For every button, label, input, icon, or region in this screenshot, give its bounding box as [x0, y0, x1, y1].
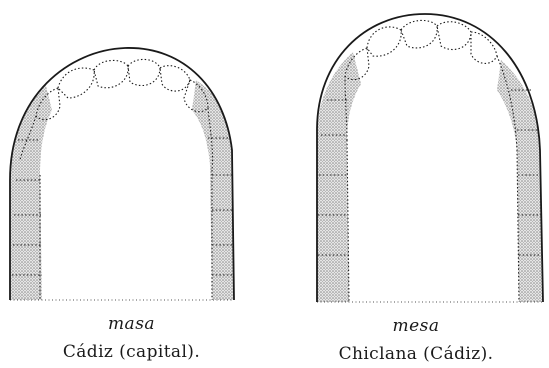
palatogram-mesa	[275, 0, 549, 310]
caption-place-chiclana: Chiclana (Cádiz).	[279, 344, 549, 364]
caption-word-masa: masa	[0, 314, 269, 334]
caption-place-cadiz: Cádiz (capital).	[0, 342, 269, 362]
palatogram-masa	[0, 0, 275, 310]
palatogram-figure-cadiz: masa Cádiz (capital).	[0, 0, 275, 368]
caption-word-mesa: mesa	[279, 316, 549, 336]
contact-zone-mesa	[317, 52, 543, 302]
palatogram-figure-chiclana: mesa Chiclana (Cádiz).	[275, 0, 549, 368]
contact-zone-masa	[10, 80, 234, 300]
